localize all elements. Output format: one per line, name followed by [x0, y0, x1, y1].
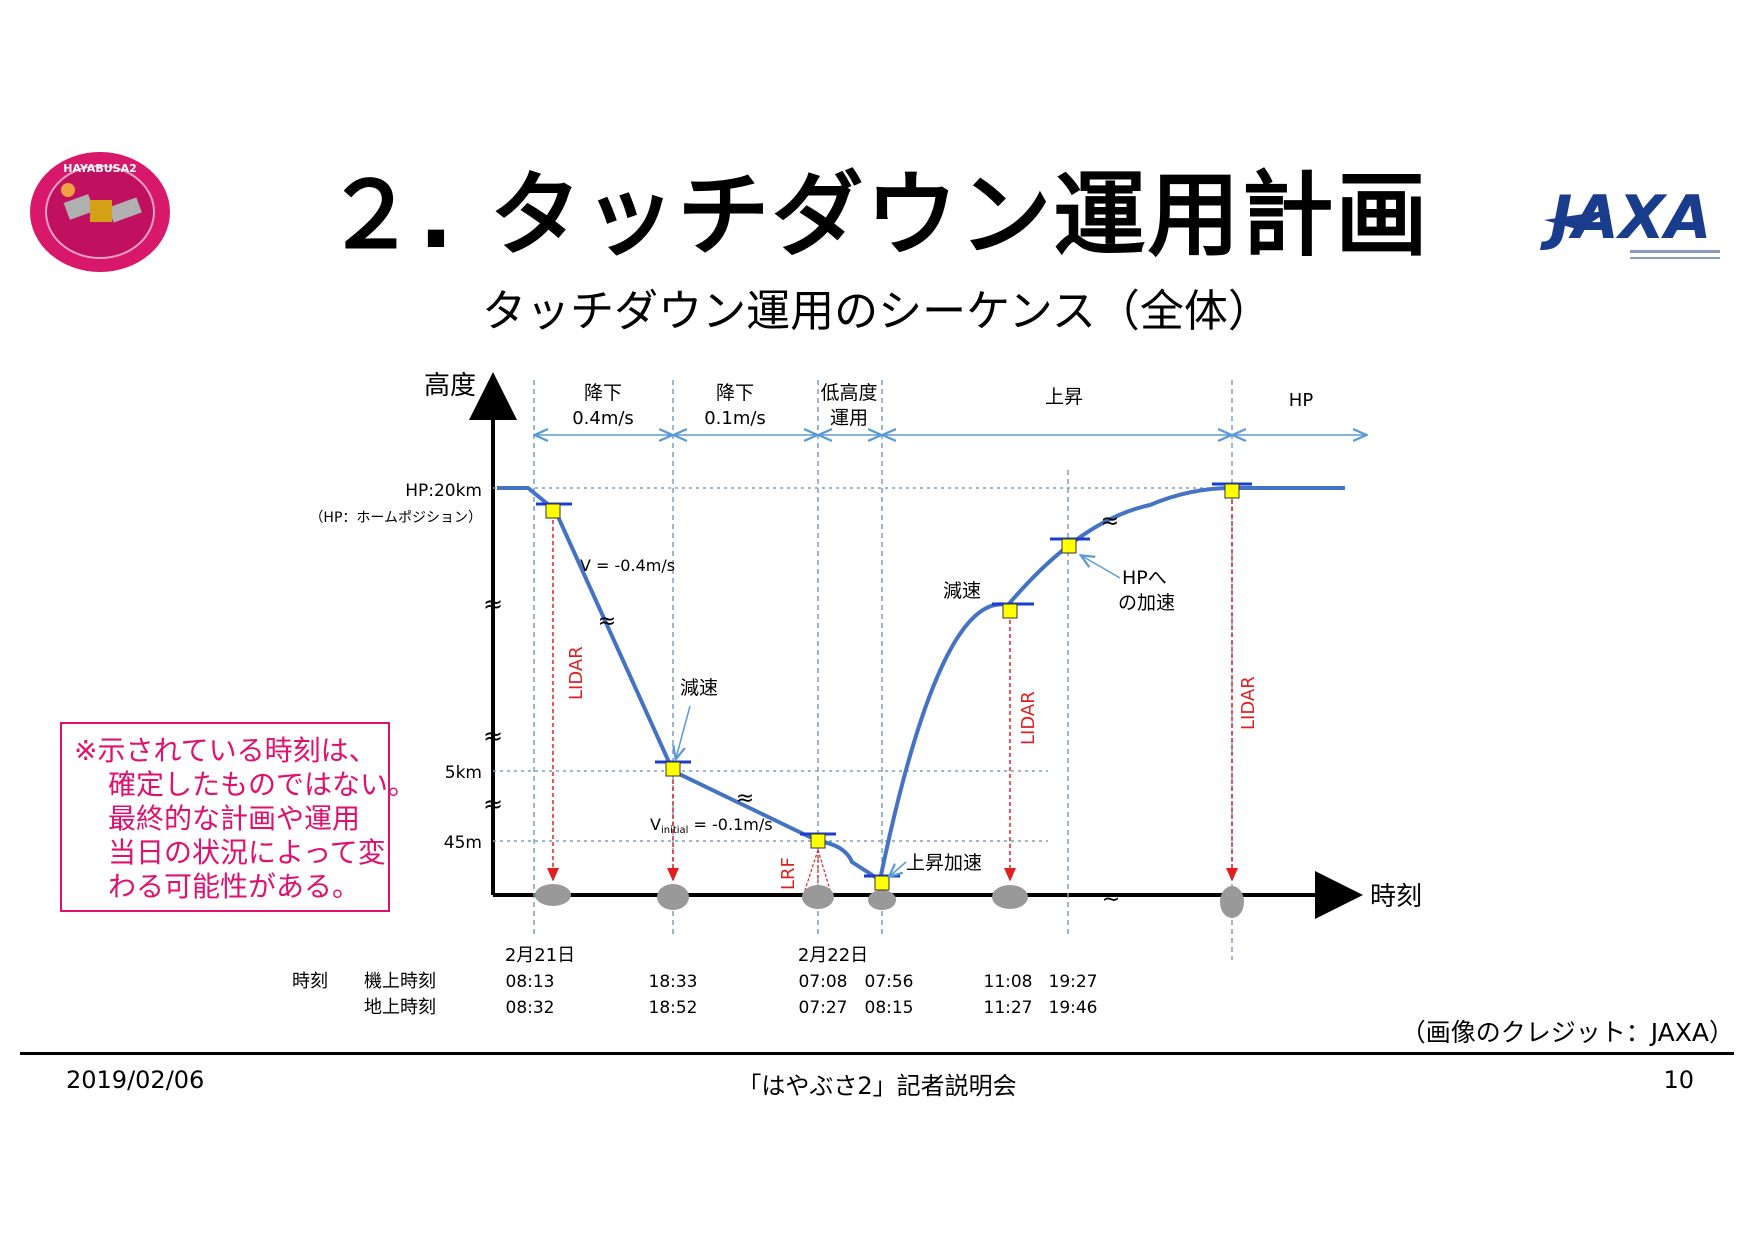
time-cell: 18:33 — [649, 972, 698, 992]
asteroid-icon — [535, 884, 571, 906]
alt-label-45m: 45m — [444, 833, 482, 853]
note-line: わる可能性がある。 — [108, 870, 361, 903]
slide-title: ２. タッチダウン運用計画 — [324, 162, 1430, 269]
time-cell: 07:56 — [865, 972, 914, 992]
note-line: 最終的な計画や運用 — [108, 802, 361, 835]
v-initial-label: Vinitial = -0.1m/s — [650, 815, 773, 836]
spacecraft-icon — [864, 874, 900, 891]
date-label-2: 2月22日 — [798, 945, 868, 966]
time-cell: 19:46 — [1049, 998, 1098, 1018]
spacecraft-icon — [800, 832, 836, 849]
disclaimer-note: ※示されている時刻は、 確定したものではない。 最終的な計画や運用 当日の状況に… — [60, 722, 417, 912]
page-number: 10 — [1663, 1066, 1694, 1094]
asteroid-icon — [802, 885, 834, 909]
svg-text:≈: ≈ — [598, 609, 616, 634]
footer-date: 2019/02/06 — [66, 1066, 205, 1094]
time-cell: 18:52 — [649, 998, 698, 1018]
lrf-label: LRF — [778, 857, 799, 890]
time-cell: 07:27 — [799, 998, 848, 1018]
spacecraft-icon — [1212, 482, 1252, 499]
x-axis-label: 時刻 — [1370, 882, 1422, 912]
note-line: 当日の状況によって変 — [108, 836, 386, 869]
alt-label-5km: 5km — [445, 763, 482, 783]
ascent-accel-label: 上昇加速 — [906, 852, 982, 874]
time-cell: 07:08 — [799, 972, 848, 992]
v-descent-label: V = -0.4m/s — [580, 556, 675, 575]
time-cell: 08:15 — [865, 998, 914, 1018]
lidar-label: LIDAR — [1238, 676, 1259, 730]
time-cell: 11:27 — [984, 998, 1033, 1018]
hayabusa2-patch-icon: HAYABUSA2 — [30, 152, 170, 272]
svg-text:≈: ≈ — [1101, 509, 1119, 534]
phase-5-label: HP — [1289, 390, 1314, 411]
spacecraft-icon — [536, 502, 572, 519]
phase-2-label: 降下 — [716, 382, 754, 404]
patch-label: HAYABUSA2 — [63, 162, 137, 175]
y-axis-label: 高度 — [424, 371, 476, 401]
decel-label-1: 減速 — [680, 677, 718, 699]
asteroid-icon — [657, 884, 689, 910]
lidar-label: LIDAR — [1018, 691, 1039, 745]
lidar-label: LIDAR — [566, 646, 587, 700]
phase-1-speed: 0.4m/s — [572, 408, 634, 429]
svg-text:≈: ≈ — [1102, 885, 1120, 910]
axis-break-icon: ≈ — [483, 790, 503, 818]
phase-4-label: 上昇 — [1045, 386, 1083, 408]
time-row-label-ground: 地上時刻 — [364, 997, 436, 1018]
footer-divider — [20, 1052, 1734, 1055]
svg-text:≈: ≈ — [736, 786, 754, 811]
time-table-header: 時刻 — [292, 971, 328, 992]
axis-break-icon: ≈ — [483, 590, 503, 618]
spacecraft-icon — [655, 760, 691, 777]
alt-label-hp: HP:20km — [405, 481, 482, 501]
time-row-label-onboard: 機上時刻 — [364, 971, 436, 992]
trajectory-line — [497, 486, 1345, 884]
axis-break-icon: ≈ — [483, 722, 503, 750]
footer-event: 「はやぶさ2」記者説明会 — [737, 1072, 1017, 1100]
phase-1-label: 降下 — [584, 382, 622, 404]
date-label-1: 2月21日 — [505, 945, 575, 966]
slide-subtitle: タッチダウン運用のシーケンス（全体） — [482, 286, 1272, 337]
time-cell: 08:32 — [506, 998, 555, 1018]
asteroid-icon — [868, 890, 896, 910]
phase-2-speed: 0.1m/s — [704, 408, 766, 429]
asteroid-icon — [1220, 886, 1244, 918]
phase-3-label-2: 運用 — [830, 407, 868, 429]
spacecraft-icon — [1050, 537, 1090, 554]
time-cell: 19:27 — [1049, 972, 1098, 992]
alt-label-hp-note: （HP：ホームポジション） — [309, 510, 482, 526]
hp-accel-label-1: HPへ — [1122, 567, 1167, 589]
phase-3-label: 低高度 — [820, 382, 877, 404]
decel-label-2: 減速 — [943, 580, 981, 602]
note-line: 確定したものではない。 — [108, 768, 417, 801]
jaxa-logo-icon: JAXA — [1540, 183, 1720, 259]
hp-accel-label-2: の加速 — [1118, 592, 1175, 614]
time-cell: 08:13 — [506, 972, 555, 992]
image-credit: （画像のクレジット：JAXA） — [1400, 1018, 1734, 1047]
spacecraft-icon — [992, 602, 1034, 619]
time-cell: 11:08 — [984, 972, 1033, 992]
asteroid-icon — [992, 885, 1028, 909]
note-line: ※示されている時刻は、 — [74, 734, 377, 767]
